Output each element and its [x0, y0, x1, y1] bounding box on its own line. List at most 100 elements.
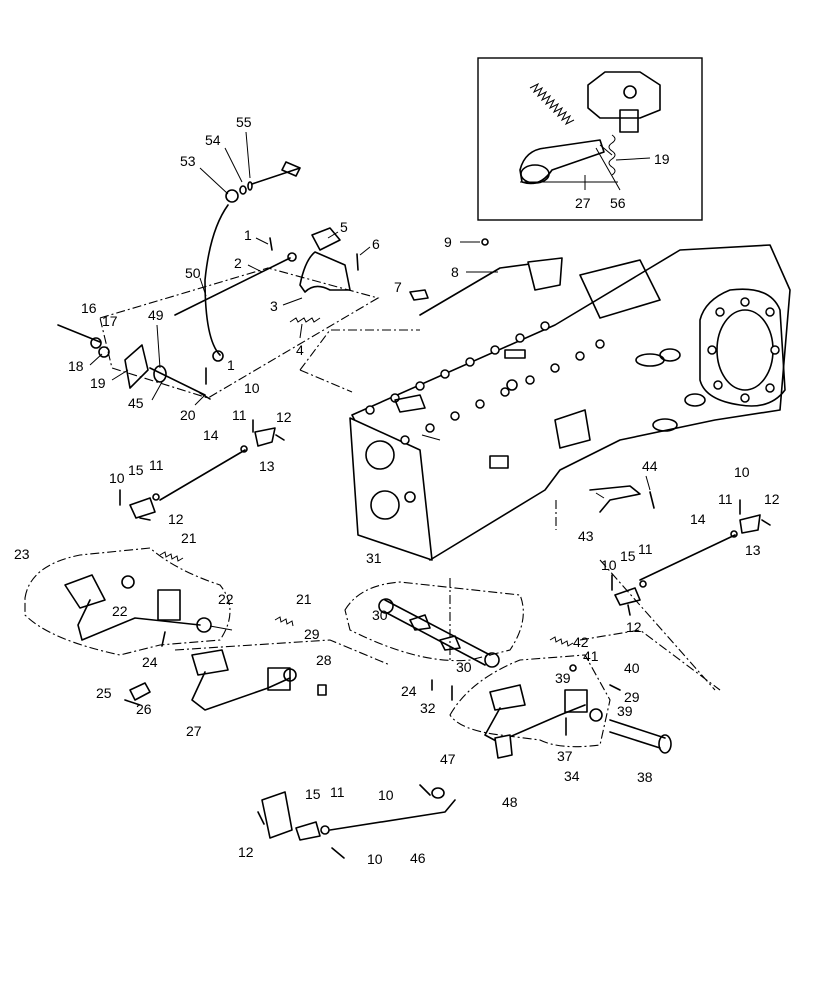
nut-53 [225, 189, 239, 203]
inset-callout-27: 27 [575, 195, 591, 211]
washer-54 [239, 185, 247, 195]
callout-7: 7 [394, 279, 402, 295]
bolt-12-bottom [257, 811, 265, 825]
pin-26 [124, 699, 141, 706]
callout-3: 3 [270, 298, 278, 314]
callout-15-c: 15 [305, 786, 321, 802]
pin-40 [609, 684, 621, 691]
shaft-31 [344, 581, 524, 701]
rod-46 [257, 784, 456, 859]
pedal-23-outline [24, 547, 231, 656]
clevis-15-left [129, 497, 156, 519]
callout-9: 9 [444, 234, 452, 250]
callout-16: 16 [81, 300, 97, 316]
callout-24-a: 24 [142, 654, 158, 670]
callout-23: 23 [14, 546, 30, 562]
callout-44: 44 [642, 458, 658, 474]
clip-7 [409, 289, 429, 301]
pin-10-bottom [331, 847, 345, 859]
callout-38: 38 [637, 769, 653, 785]
callout-17: 17 [102, 313, 118, 329]
rear-bore [716, 309, 774, 391]
callout-12-b: 12 [168, 511, 184, 527]
nut-11-bottom [320, 825, 330, 835]
spring-4 [289, 317, 321, 323]
callout-42: 42 [573, 634, 589, 650]
washer-18 [98, 346, 110, 358]
pin-12-left-top [275, 434, 285, 441]
pin-12-right-top [761, 519, 771, 526]
plug-28 [317, 684, 327, 696]
front-bore-lower [370, 490, 400, 520]
rear-flange-holes [707, 297, 780, 403]
shaft-38-end [658, 734, 672, 754]
rod-14-left [159, 449, 246, 501]
bushing-30-right [484, 652, 500, 668]
housing-centerlines [299, 329, 557, 660]
pedal-34-outline [449, 654, 611, 748]
callout-45: 45 [128, 395, 144, 411]
callout-29-b: 29 [624, 689, 640, 705]
callout-46: 46 [410, 850, 426, 866]
callout-labels: 55 54 53 5 1 6 2 3 50 4 16 17 49 18 19 1… [14, 114, 780, 867]
side-pad [489, 455, 509, 469]
callout-50: 50 [185, 265, 201, 281]
callout-22-b: 22 [218, 591, 234, 607]
callout-1a: 1 [244, 227, 252, 243]
callout-6: 6 [372, 236, 380, 252]
top-slot [504, 349, 526, 359]
pedal-34-centerlines [579, 559, 721, 691]
nut-11-right [730, 530, 738, 538]
leader-lines [89, 131, 651, 631]
t-handle [251, 161, 301, 185]
callout-30-a: 30 [372, 607, 388, 623]
callout-5: 5 [340, 219, 348, 235]
clevis-15-bottom [295, 821, 321, 841]
callout-12-e: 12 [238, 844, 254, 860]
clip-25 [129, 682, 151, 701]
inset-arm [519, 139, 605, 185]
cable-assembly [57, 161, 380, 400]
callout-2: 2 [234, 255, 242, 271]
side-boss [554, 409, 591, 449]
cable-50 [204, 204, 229, 356]
callout-10-f: 10 [367, 851, 383, 867]
nut-11-right-low [639, 580, 647, 588]
callout-55: 55 [236, 114, 252, 130]
cover-plate [394, 394, 426, 413]
pedal-23-arm [77, 599, 201, 641]
inset-arm-boss [520, 164, 550, 184]
pedal-34 [449, 559, 721, 759]
lever-19 [124, 344, 149, 389]
clevis-15-right [614, 587, 641, 606]
bushing-29-left [283, 668, 297, 682]
bracket-8 [527, 257, 563, 291]
callout-15-b: 15 [620, 548, 636, 564]
callout-10-e: 10 [378, 787, 394, 803]
callout-29-a: 29 [304, 626, 320, 642]
clevis-13-left [254, 427, 276, 447]
washer-47 [431, 787, 445, 799]
pin-10-mid [419, 784, 431, 796]
pedal-34-pad [489, 684, 526, 711]
bushing-22-left [121, 575, 135, 589]
callout-11-e: 11 [330, 784, 345, 800]
nut-41 [569, 664, 577, 672]
callout-11-c: 11 [718, 491, 733, 507]
callout-12-d: 12 [626, 619, 642, 635]
callout-49: 49 [148, 307, 164, 323]
callout-47: 47 [440, 751, 456, 767]
housing-bolt-holes [365, 321, 605, 445]
shaft-31-lugs [409, 614, 461, 651]
rear-flange [699, 288, 786, 407]
callout-12-c: 12 [764, 491, 780, 507]
housing-front [349, 417, 433, 561]
pedal-23-hub [157, 589, 181, 621]
pin-12-left-low [139, 517, 151, 521]
nut-11-left-low [152, 493, 160, 501]
callout-24-b: 24 [401, 683, 417, 699]
callout-41: 41 [583, 648, 599, 664]
bracket-46 [261, 791, 293, 839]
callout-40: 40 [624, 660, 640, 676]
